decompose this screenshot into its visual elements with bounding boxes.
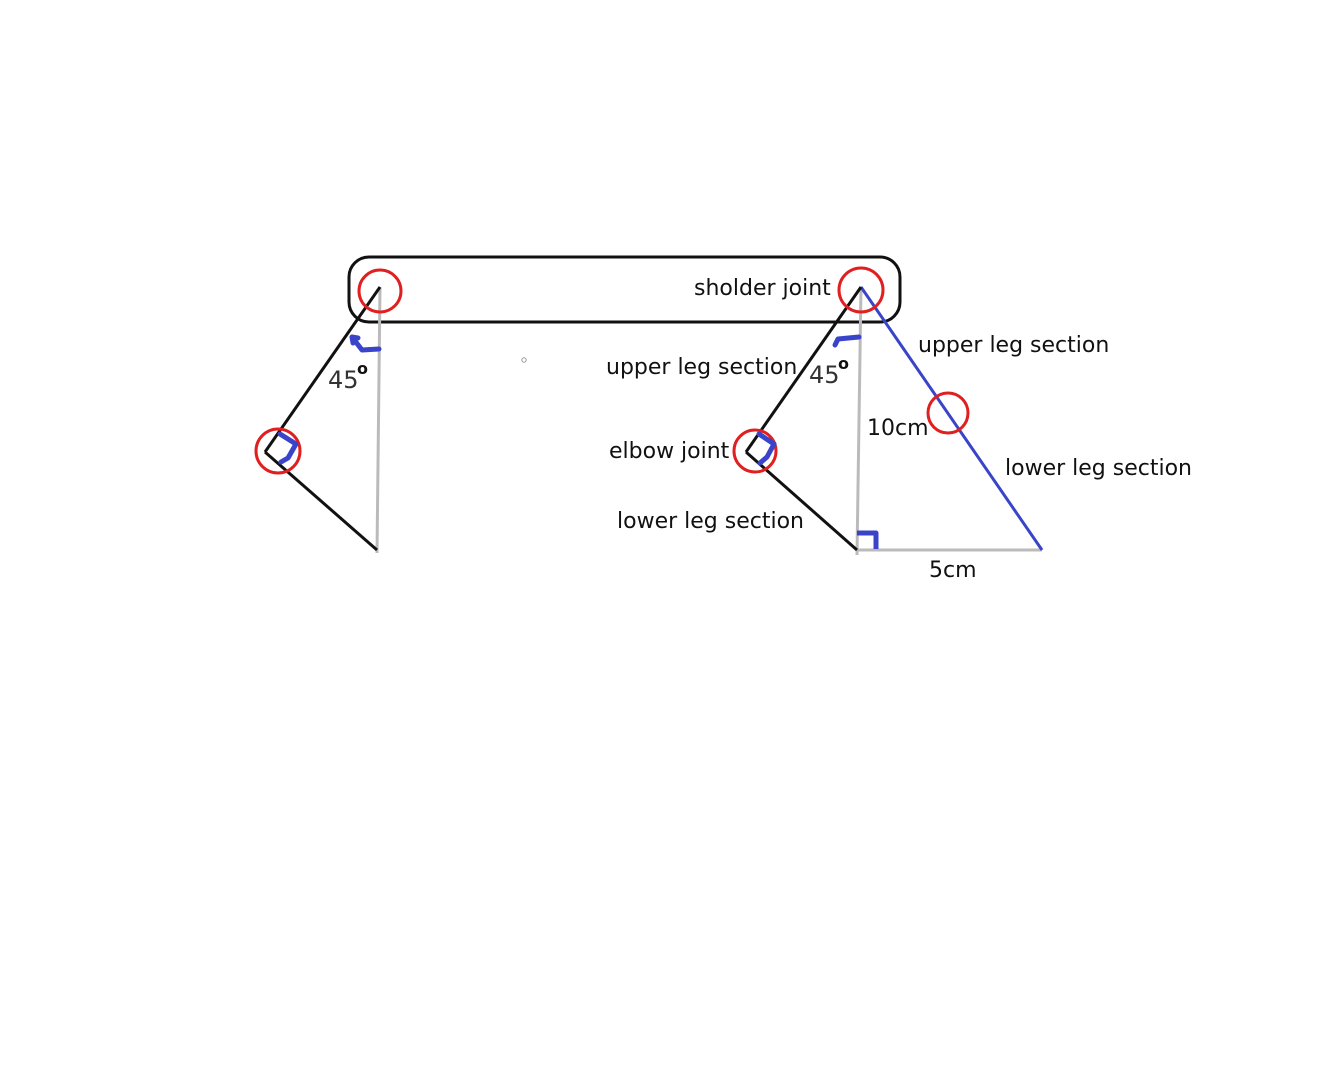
left-angle-degree-symbol: o bbox=[357, 359, 368, 378]
right-vertical-reference-line bbox=[855, 286, 863, 556]
lower-leg-section-label-right: lower leg section bbox=[1005, 456, 1192, 481]
left-angle-value: 45 bbox=[328, 366, 359, 394]
left-upper-leg-segment bbox=[263, 286, 382, 453]
right-elbow-joint-marker bbox=[732, 428, 778, 474]
right-alternate-leg-line bbox=[859, 286, 1044, 551]
right-angle-degree-symbol: o bbox=[838, 354, 849, 373]
right-base-right-angle-marker bbox=[857, 530, 879, 549]
lower-leg-section-label-middle: lower leg section bbox=[617, 509, 804, 534]
right-lower-leg-segment bbox=[745, 450, 858, 552]
right-elbow-angle-marker bbox=[756, 431, 777, 466]
upper-leg-section-label-right: upper leg section bbox=[918, 333, 1109, 358]
elbow-joint-label: elbow joint bbox=[609, 439, 730, 464]
left-elbow-angle-marker bbox=[277, 431, 299, 465]
right-upper-leg-segment bbox=[744, 286, 863, 453]
upper-leg-section-label-middle: upper leg section bbox=[606, 355, 797, 380]
left-elbow-joint-marker bbox=[254, 427, 302, 475]
right-shoulder-angle-marker bbox=[832, 334, 862, 348]
right-angle-value: 45 bbox=[809, 361, 840, 389]
shoulder-joint-label: sholder joint bbox=[694, 276, 831, 301]
base-dimension-label: 5cm bbox=[929, 558, 977, 583]
right-alternate-joint-marker bbox=[926, 391, 970, 435]
left-shoulder-joint-marker bbox=[357, 268, 403, 314]
right-shoulder-joint-marker bbox=[837, 266, 885, 314]
body-bar bbox=[347, 255, 902, 324]
stray-dot bbox=[521, 357, 527, 363]
height-dimension-label: 10cm bbox=[867, 416, 929, 441]
left-shoulder-angle-marker bbox=[349, 334, 382, 353]
left-lower-leg-segment bbox=[264, 450, 378, 552]
left-vertical-reference-line bbox=[375, 286, 382, 554]
